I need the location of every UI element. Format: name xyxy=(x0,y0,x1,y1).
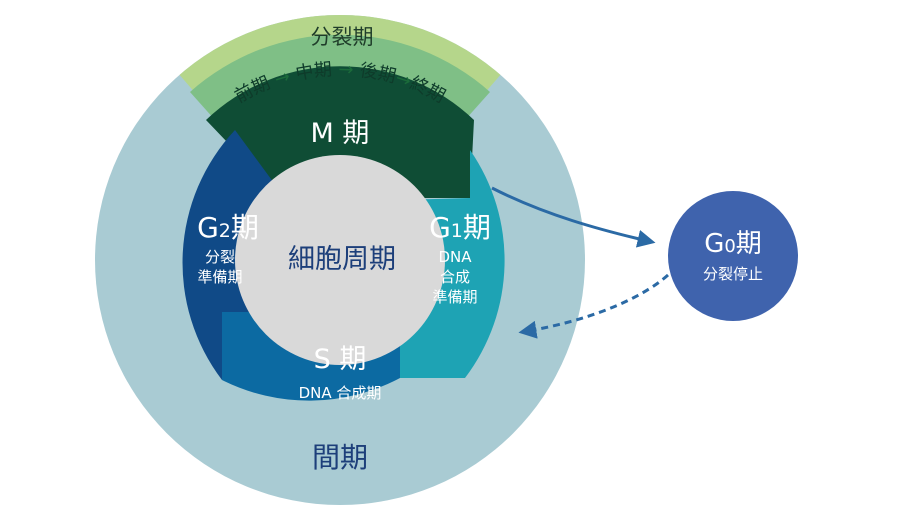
arrow-to-g0 xyxy=(491,186,656,248)
g2-phase-desc-1: 分裂 xyxy=(205,248,235,266)
g0-desc: 分裂停止 xyxy=(703,265,763,283)
g2-phase-desc-2: 準備期 xyxy=(197,268,242,286)
g1-phase-desc-3: 準備期 xyxy=(432,288,477,306)
g0-circle xyxy=(668,191,798,321)
mitosis-label: 分裂期 xyxy=(311,25,374,49)
m-phase-title: M 期 xyxy=(311,118,370,149)
g1-phase-desc-1: DNA xyxy=(438,248,472,266)
arrow-from-g0 xyxy=(518,273,669,339)
g1-phase-title: G1期 xyxy=(429,211,491,244)
s-phase-desc: DNA 合成期 xyxy=(299,384,382,402)
interphase-label: 間期 xyxy=(312,441,368,474)
center-label: 細胞周期 xyxy=(288,244,396,275)
g2-phase-title: G2期 xyxy=(197,211,259,244)
s-phase-title: S 期 xyxy=(314,344,367,375)
g1-phase-desc-2: 合成 xyxy=(440,268,470,286)
stage-metaphase: 中期 xyxy=(294,59,333,85)
center-circle xyxy=(235,155,445,365)
g0-title: G0期 xyxy=(704,229,762,259)
